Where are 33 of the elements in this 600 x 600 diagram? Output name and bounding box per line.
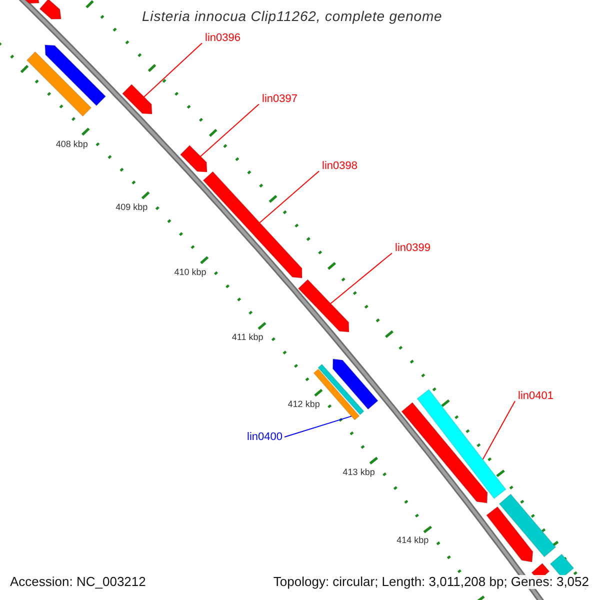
tick-label: 414 kbp xyxy=(396,536,429,546)
map-title: Listeria innocua Clip11262, complete genome xyxy=(142,9,442,24)
gene-segment xyxy=(180,144,208,172)
accession-text: Accession: NC_003212 xyxy=(9,575,147,590)
tick-label: 412 kbp xyxy=(288,400,320,410)
gene-segment xyxy=(486,506,534,562)
cog-bar xyxy=(26,51,92,117)
leader-line xyxy=(284,416,352,438)
cog-bar xyxy=(416,388,506,500)
gene-segment xyxy=(39,0,62,20)
gene-label: lin0401 xyxy=(518,390,554,402)
gene-label: lin0400 xyxy=(247,431,282,444)
tick-label: 409 kbp xyxy=(116,203,148,214)
tick-label: 413 kbp xyxy=(342,468,375,478)
leader-line xyxy=(482,400,516,460)
gene-segment xyxy=(298,279,350,332)
genome-stats-text: Topology: circular; Length: 3,011,208 bp; Genes: 3,052 xyxy=(272,575,590,590)
gene-label: lin0396 xyxy=(205,32,240,44)
gene-label: lin0399 xyxy=(395,242,430,254)
cog-bar xyxy=(498,494,556,558)
gene-segment xyxy=(122,84,152,114)
gene-label: lin0397 xyxy=(262,93,298,106)
tick-label: 410 kbp xyxy=(174,268,206,278)
leader-line xyxy=(259,170,320,224)
tick-label: 408 kbp xyxy=(56,140,88,150)
leader-line xyxy=(144,42,202,98)
leader-line xyxy=(330,252,392,304)
gene-segment xyxy=(332,358,378,410)
leader-line xyxy=(200,104,260,157)
gene-segment xyxy=(44,44,106,106)
gene-segment xyxy=(401,402,488,504)
gene-label: lin0398 xyxy=(322,160,358,172)
tick-label: 411 kbp xyxy=(232,333,264,344)
